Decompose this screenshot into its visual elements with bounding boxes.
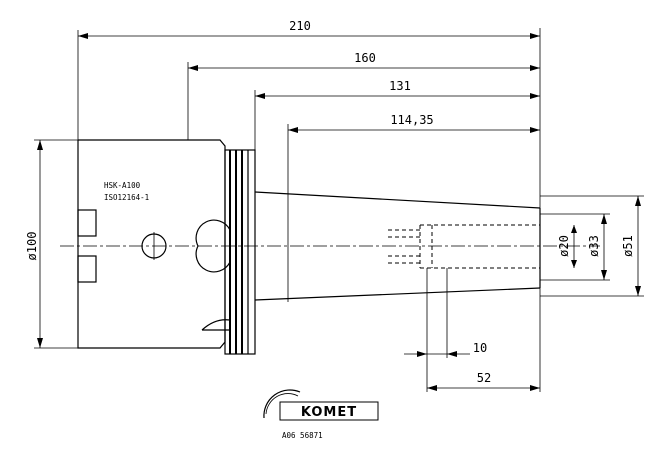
dim-dia-33-label: ø33: [587, 235, 601, 257]
logo-brand: KOMET: [301, 405, 357, 420]
dim-dia-33: ø33: [587, 214, 607, 280]
dim-dia-20-label: ø20: [557, 235, 571, 257]
collar-grooves: [195, 149, 256, 355]
dim-dia-20: ø20: [557, 225, 577, 268]
dim-131-label: 131: [389, 79, 411, 93]
shank-label-hsk: HSK-A100: [104, 181, 141, 190]
dim-10-label: 10: [473, 341, 487, 355]
shank-label-iso: ISO12164-1: [104, 193, 149, 202]
logo-part-number: A06 56871: [282, 431, 323, 440]
dim-dia-51-label: ø51: [621, 235, 635, 257]
extension-lines: [34, 28, 644, 392]
dim-dia-100-label: ø100: [25, 232, 39, 261]
dim-210-label: 210: [289, 19, 311, 33]
dim-52-label: 52: [477, 371, 491, 385]
dim-52: 52: [427, 371, 540, 391]
dim-10: 10: [404, 341, 487, 357]
dim-210: 210: [78, 19, 540, 39]
bore-hidden-lines: [388, 224, 540, 269]
dim-160-label: 160: [354, 51, 376, 65]
dim-160: 160: [188, 51, 540, 71]
dim-dia-100: ø100: [25, 140, 43, 348]
dim-131: 131: [255, 79, 540, 99]
komet-logo: KOMET A06 56871: [263, 389, 379, 440]
dim-dia-51: ø51: [621, 196, 641, 296]
hsk-flange: [77, 139, 226, 349]
dim-114-35-label: 114,35: [390, 113, 433, 127]
dim-114-35: 114,35: [288, 113, 540, 133]
tapered-shank: [254, 191, 541, 302]
